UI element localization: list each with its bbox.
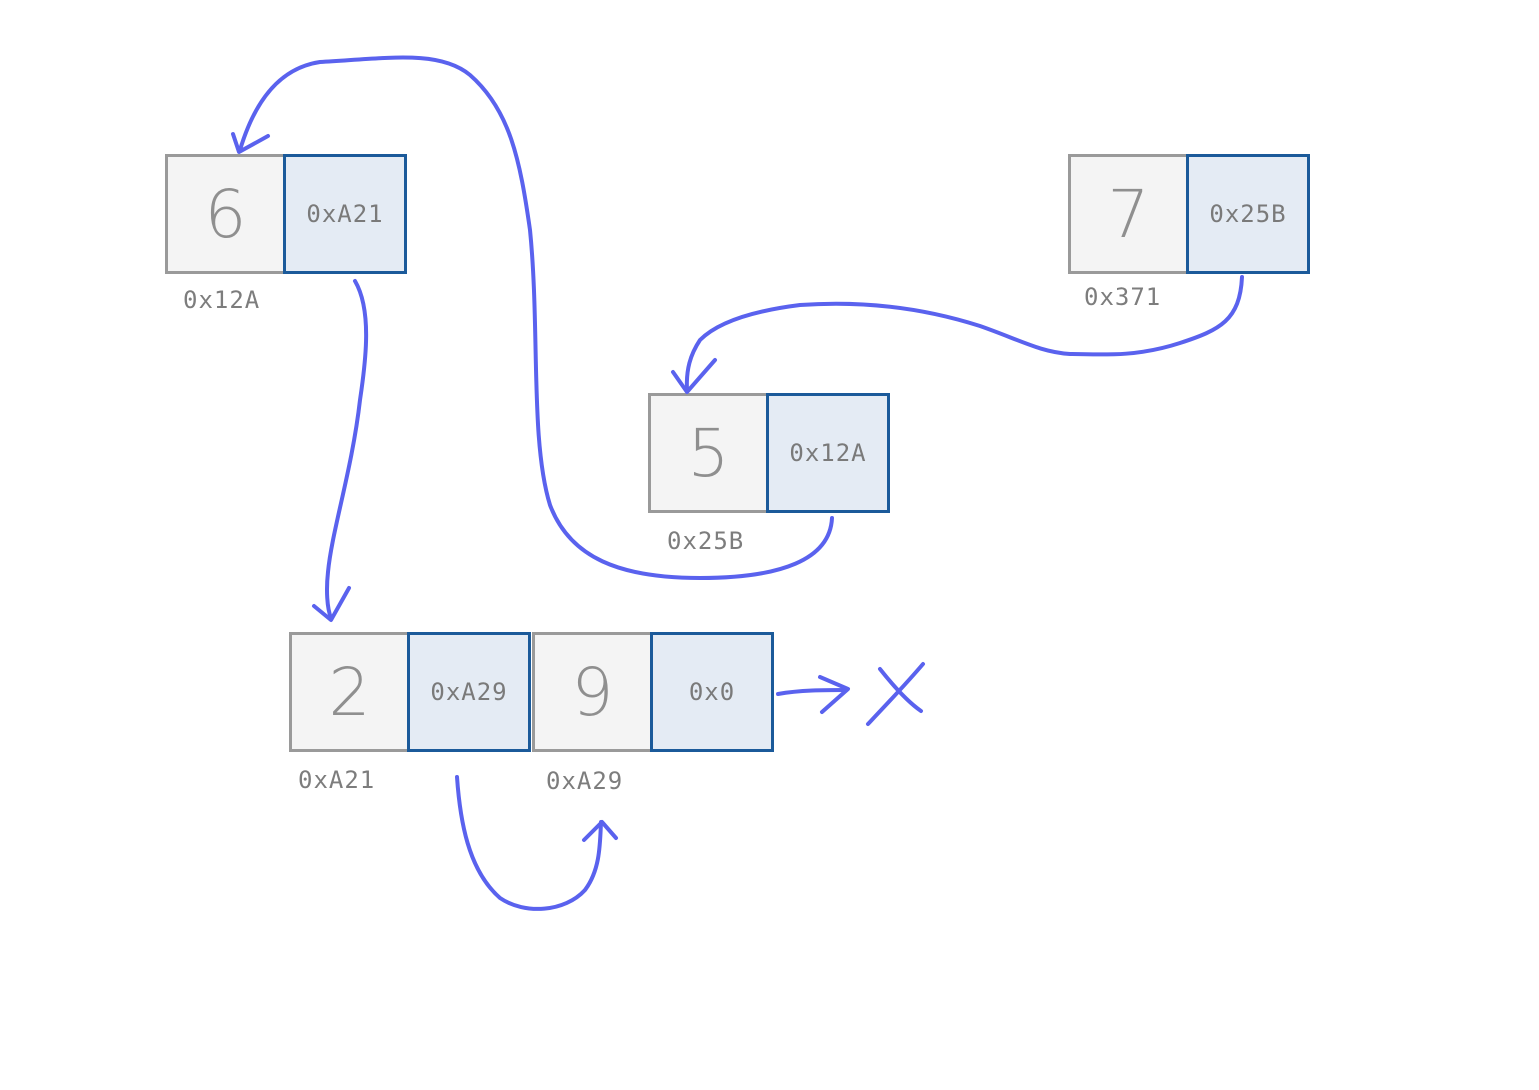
node-5-address: 0x25B xyxy=(667,527,745,555)
node-5-value: 5 xyxy=(648,393,769,513)
node-5: 5 0x12A xyxy=(648,393,890,513)
node-6: 6 0xA21 xyxy=(165,154,407,274)
node-6-value: 6 xyxy=(165,154,286,274)
node-7-address: 0x371 xyxy=(1084,283,1162,311)
node-2: 2 0xA29 xyxy=(289,632,531,752)
node-2-address: 0xA21 xyxy=(298,766,376,794)
node-7-next-pointer: 0x25B xyxy=(1186,154,1310,274)
null-marker: X xyxy=(866,652,926,732)
arrow-6-to-2 xyxy=(325,279,369,620)
node-9-address: 0xA29 xyxy=(546,767,624,795)
arrow-2-to-9 xyxy=(455,775,603,911)
arrow-2-to-9-head xyxy=(582,820,618,842)
node-9-next-pointer: 0x0 xyxy=(650,632,774,752)
node-5-next-pointer: 0x12A xyxy=(766,393,890,513)
arrow-5-to-6-head xyxy=(231,132,270,154)
node-9-value: 9 xyxy=(532,632,653,752)
arrow-9-to-null xyxy=(776,688,848,696)
node-7-value: 7 xyxy=(1068,154,1189,274)
arrow-9-to-null-head xyxy=(818,675,850,714)
node-7: 7 0x25B xyxy=(1068,154,1310,274)
node-9: 9 0x0 xyxy=(532,632,774,752)
node-2-next-pointer: 0xA29 xyxy=(407,632,531,752)
arrow-6-to-2-head xyxy=(312,586,351,622)
arrow-7-to-5-head xyxy=(671,358,717,394)
node-6-next-pointer: 0xA21 xyxy=(283,154,407,274)
node-2-value: 2 xyxy=(289,632,410,752)
node-6-address: 0x12A xyxy=(183,286,261,314)
